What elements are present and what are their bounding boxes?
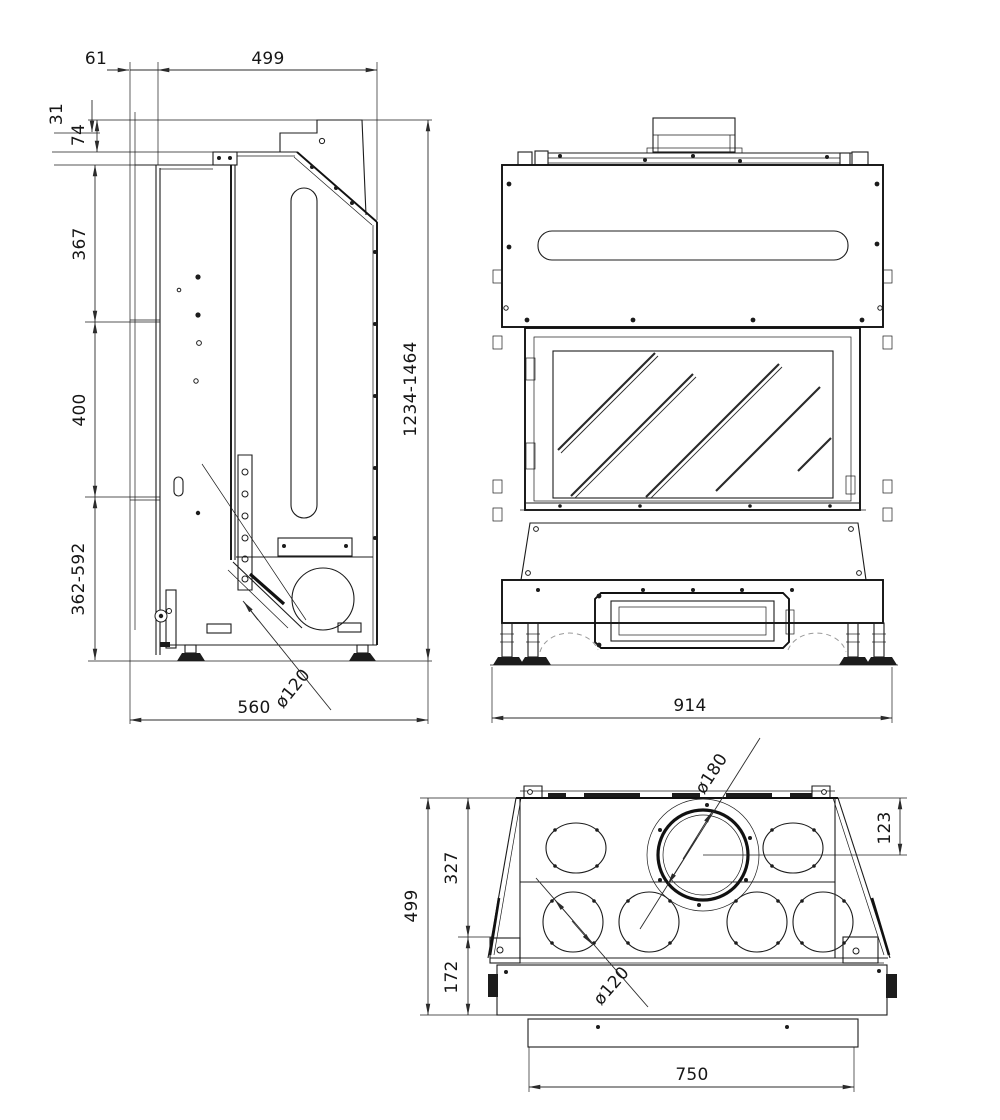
front-feet [493, 622, 897, 665]
dim-top-overall-depth: 499 [402, 889, 422, 922]
front-view: 914 [490, 117, 898, 723]
dim-top-front-depth: 172 [442, 960, 462, 993]
glass-reflections [557, 352, 832, 498]
dim-side-top-depth: 499 [251, 49, 284, 69]
side-view: 61 499 31 74 367 400 362-592 1234-1464 5… [47, 49, 432, 724]
side-view-dimensions: 61 499 31 74 367 400 362-592 1234-1464 5… [47, 49, 432, 724]
dim-top-base-width: 750 [675, 1065, 708, 1085]
dim-side-height-range: 1234-1464 [401, 341, 421, 436]
dim-top-rear-depth: 327 [442, 851, 462, 884]
dim-side-middle: 400 [70, 393, 90, 426]
dim-top-flue: ø180 [691, 750, 732, 798]
dim-side-upper: 367 [70, 227, 90, 260]
dim-side-flue-step: 31 [47, 103, 67, 125]
dim-side-depth: 560 [237, 698, 270, 718]
front-view-dimensions: 914 [491, 667, 893, 723]
dim-side-outlet: ø120 [271, 665, 314, 712]
top-view: 499 327 172 123 750 ø180 ø120 [402, 737, 907, 1092]
dim-side-top-offset: 61 [85, 49, 107, 69]
dim-side-base-range: 362-592 [69, 542, 89, 615]
dim-side-top-plate: 74 [69, 124, 89, 146]
dim-top-flue-offset: 123 [875, 811, 895, 844]
dim-top-outlet: ø120 [590, 963, 634, 1009]
dim-front-width: 914 [673, 696, 706, 716]
